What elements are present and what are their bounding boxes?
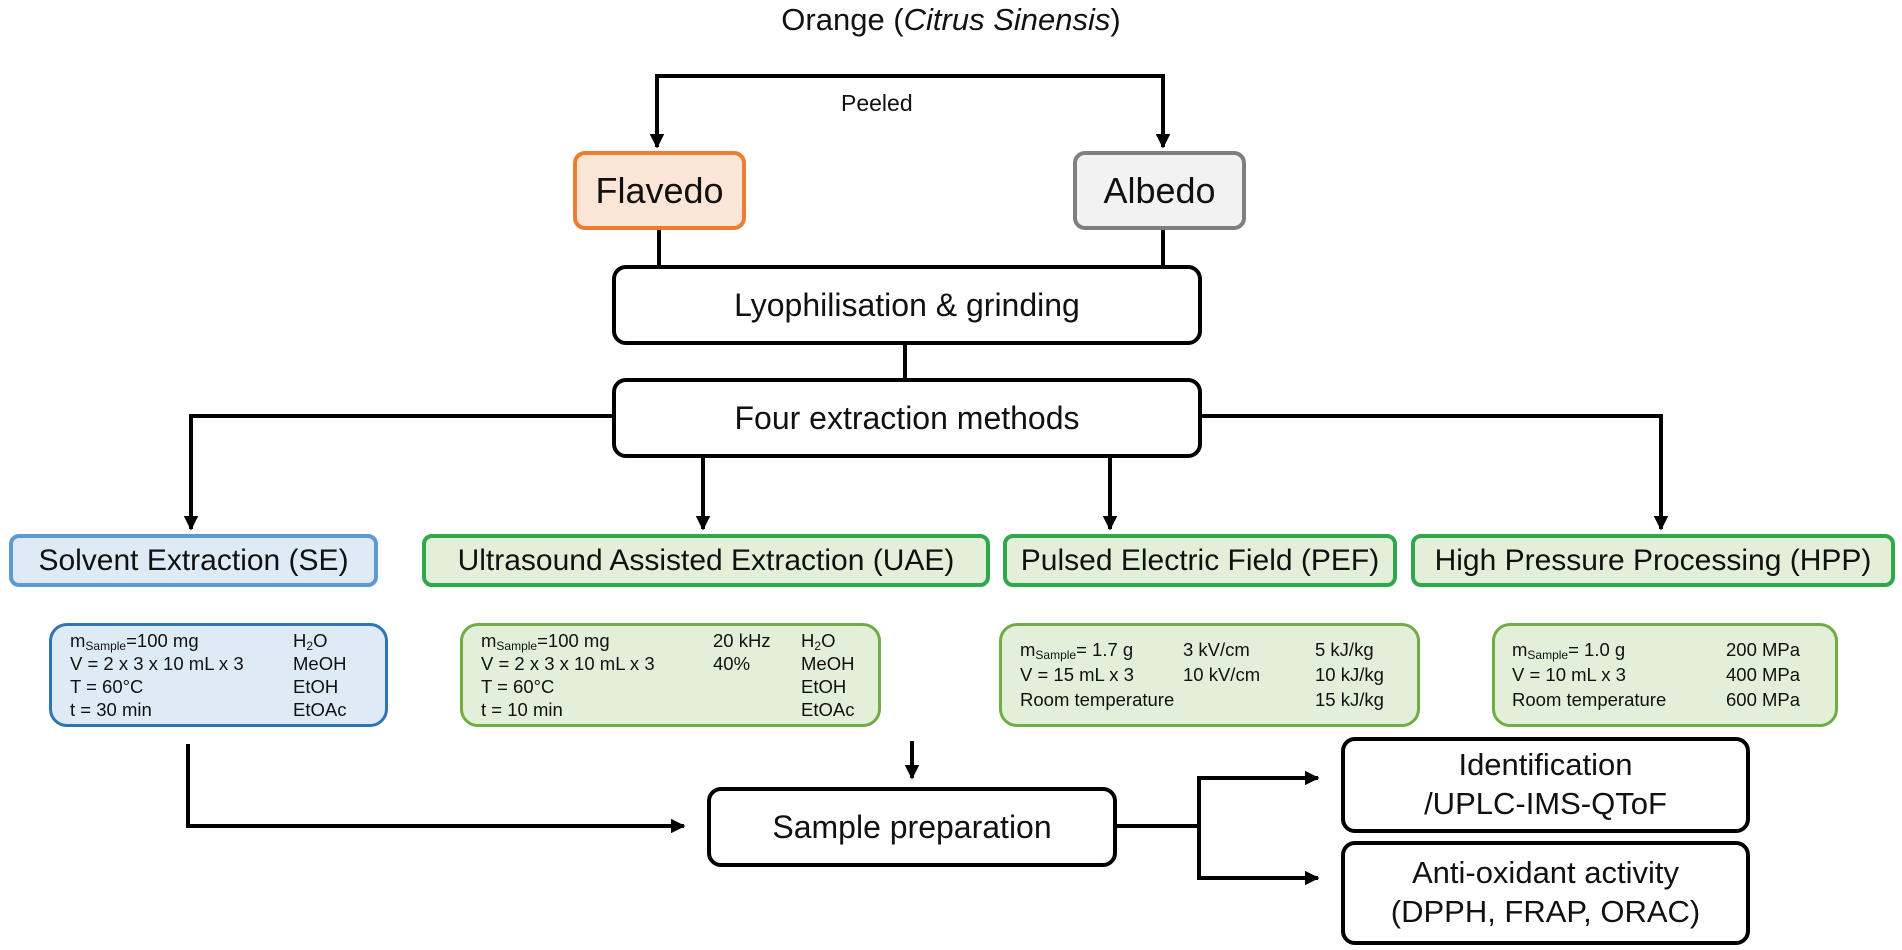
uae-solvent-etoac: EtOAc — [801, 699, 855, 720]
se-mass: mSample=100 mg — [70, 630, 199, 653]
pef-mass: mSample= 1.7 g — [1020, 639, 1134, 662]
se-solvent-meoh: MeOH — [293, 653, 347, 674]
hpp-pressure-1: 200 MPa — [1726, 639, 1801, 660]
arrow-to-identification — [1197, 770, 1320, 826]
identification-line-1: Identification — [1458, 747, 1633, 783]
hpp-room-temperature: Room temperature — [1512, 689, 1667, 710]
branch-to-se — [183, 414, 612, 531]
uae-amplitude: 40% — [713, 653, 751, 674]
pef-energy-3: 15 kJ/kg — [1315, 689, 1384, 710]
page-title: Orange (Citrus Sinensis) — [781, 2, 1121, 37]
species-name: Citrus Sinensis — [903, 2, 1111, 37]
method-uae-box: Ultrasound Assisted Extraction (UAE) — [422, 534, 990, 587]
pef-energy-1: 5 kJ/kg — [1315, 639, 1374, 660]
se-to-sample-prep — [186, 744, 686, 834]
antioxidant-box: Anti-oxidant activity (DPPH, FRAP, ORAC) — [1341, 841, 1750, 945]
four-methods-box: Four extraction methods — [612, 378, 1202, 458]
hpp-mass: mSample= 1.0 g — [1512, 639, 1626, 662]
pef-volume: V = 15 mL x 3 — [1020, 664, 1134, 685]
uae-mass: mSample=100 mg — [481, 630, 610, 653]
se-solvent-water: H2O — [293, 630, 328, 653]
hpp-pressure-2: 400 MPa — [1726, 664, 1801, 685]
hpp-pressure-3: 600 MPa — [1726, 689, 1801, 710]
uae-frequency: 20 kHz — [713, 630, 771, 651]
pef-room-temperature: Room temperature — [1020, 689, 1175, 710]
se-params-box: mSample=100 mg V = 2 x 3 x 10 mL x 3 T =… — [49, 623, 388, 727]
sample-preparation-box: Sample preparation — [707, 787, 1117, 867]
method-pef-box: Pulsed Electric Field (PEF) — [1003, 534, 1397, 587]
albedo-box: Albedo — [1073, 151, 1246, 230]
uae-temperature: T = 60°C — [481, 676, 555, 697]
peeled-connector — [655, 74, 1165, 78]
identification-box: Identification /UPLC-IMS-QToF — [1341, 737, 1750, 833]
hpp-volume: V = 10 mL x 3 — [1512, 664, 1626, 685]
peeled-label: Peeled — [841, 90, 913, 116]
method-se-box: Solvent Extraction (SE) — [9, 534, 378, 587]
se-temperature: T = 60°C — [70, 676, 144, 697]
se-solvent-etoh: EtOH — [293, 676, 339, 697]
uae-volume: V = 2 x 3 x 10 mL x 3 — [481, 653, 655, 674]
pef-params-box: mSample= 1.7 g V = 15 mL x 3 Room temper… — [999, 623, 1420, 727]
method-hpp-box: High Pressure Processing (HPP) — [1411, 534, 1895, 587]
lyophilisation-box: Lyophilisation & grinding — [612, 265, 1202, 345]
flavedo-box: Flavedo — [573, 151, 746, 230]
branch-to-hpp — [1202, 414, 1669, 531]
uae-solvent-water: H2O — [801, 630, 836, 653]
se-volume: V = 2 x 3 x 10 mL x 3 — [70, 653, 244, 674]
se-solvent-etoac: EtOAc — [293, 699, 347, 720]
uae-solvent-meoh: MeOH — [801, 653, 855, 674]
identification-line-2: /UPLC-IMS-QToF — [1424, 786, 1667, 821]
pef-energy-2: 10 kJ/kg — [1315, 664, 1384, 685]
hpp-params-box: mSample= 1.0 g V = 10 mL x 3 Room temper… — [1492, 623, 1838, 727]
uae-time: t = 10 min — [481, 699, 563, 720]
uae-solvent-etoh: EtOH — [801, 676, 847, 697]
antioxidant-line-1: Anti-oxidant activity — [1411, 855, 1680, 891]
pef-field-2: 10 kV/cm — [1183, 664, 1261, 685]
se-time: t = 30 min — [70, 699, 152, 720]
pef-field-1: 3 kV/cm — [1183, 639, 1250, 660]
uae-params-box: mSample=100 mg V = 2 x 3 x 10 mL x 3 T =… — [460, 623, 881, 727]
antioxidant-line-2: (DPPH, FRAP, ORAC) — [1390, 894, 1701, 929]
arrow-to-antioxidant — [1197, 826, 1320, 886]
